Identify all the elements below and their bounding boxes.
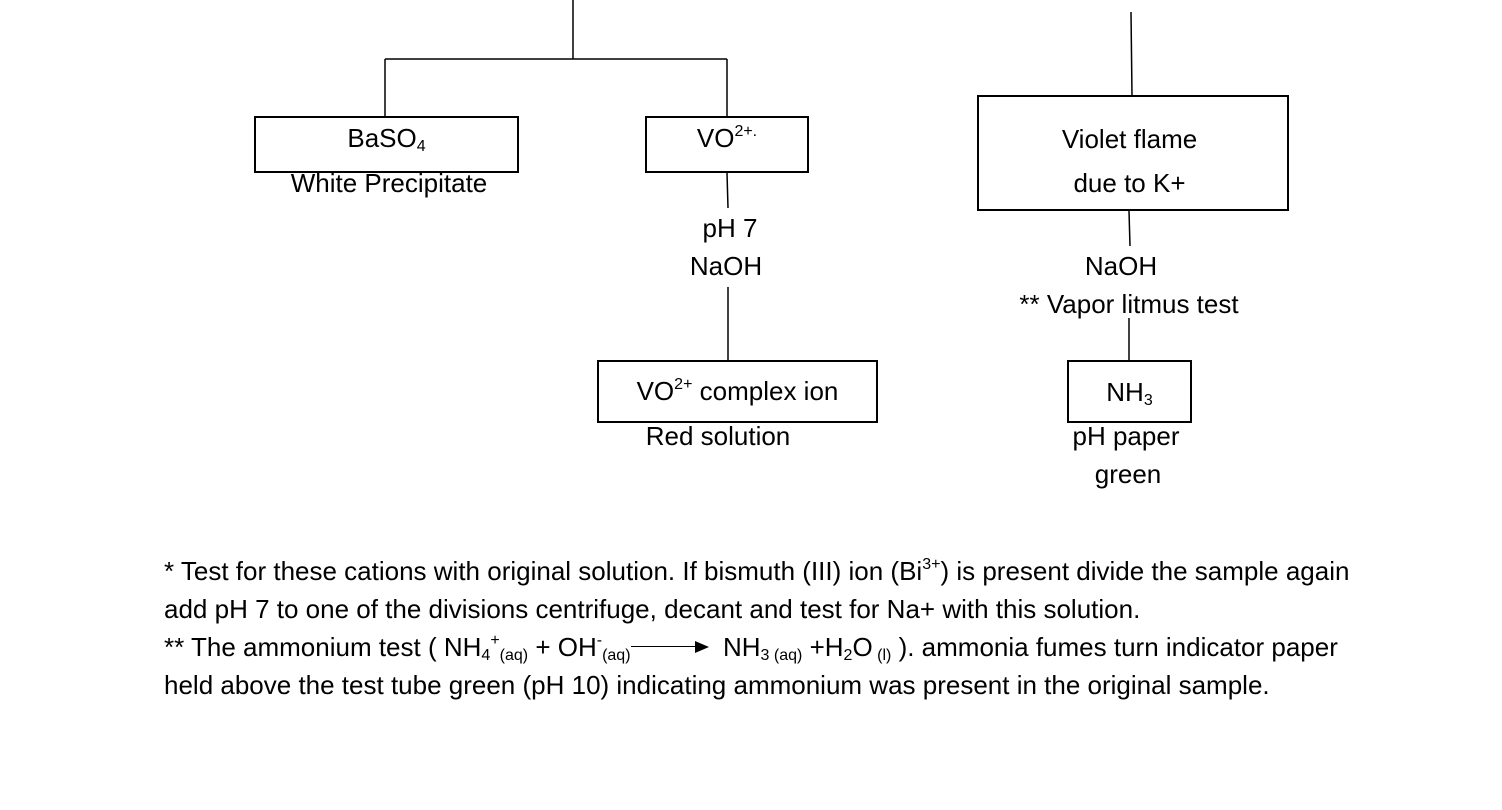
vo-ion-label: VO2+. bbox=[696, 123, 758, 153]
connector-vo-to-ph7 bbox=[726, 172, 729, 209]
footnote-2: ** The ammonium test ( NH4+(aq) + OH-(aq… bbox=[164, 632, 1338, 700]
baso4-label: BaSO4 bbox=[347, 123, 426, 155]
naoh-left-label: NaOH bbox=[689, 251, 763, 281]
footnotes: * Test for these cations with original s… bbox=[164, 552, 1364, 704]
violet-flame-line1: Violet flame bbox=[1061, 124, 1198, 154]
red-solution-label: Red solution bbox=[645, 421, 791, 451]
vo-complex-box bbox=[597, 360, 878, 423]
baso4-box bbox=[254, 116, 519, 173]
ph7-label: pH 7 bbox=[702, 213, 758, 243]
nh3-label: NH3 bbox=[1106, 377, 1153, 409]
footnote-1: * Test for these cations with original s… bbox=[164, 556, 1350, 624]
white-precipitate-label: White Precipitate bbox=[290, 168, 488, 198]
vo-complex-label: VO2+ complex ion bbox=[636, 376, 839, 406]
nh3-box bbox=[1067, 360, 1192, 423]
reaction-arrow-icon bbox=[630, 641, 709, 653]
ph-paper-label: pH paper bbox=[1072, 421, 1180, 451]
naoh-right-label: NaOH bbox=[1084, 251, 1158, 281]
vo-ion-box bbox=[645, 116, 809, 173]
connector-violet-to-naoh bbox=[1128, 210, 1131, 247]
green-label: green bbox=[1094, 459, 1162, 489]
connector-top-right bbox=[1130, 11, 1133, 97]
violet-flame-box bbox=[977, 95, 1289, 211]
vapor-litmus-label: ** Vapor litmus test bbox=[1019, 289, 1239, 319]
violet-flame-line2: due to K+ bbox=[1073, 168, 1186, 198]
